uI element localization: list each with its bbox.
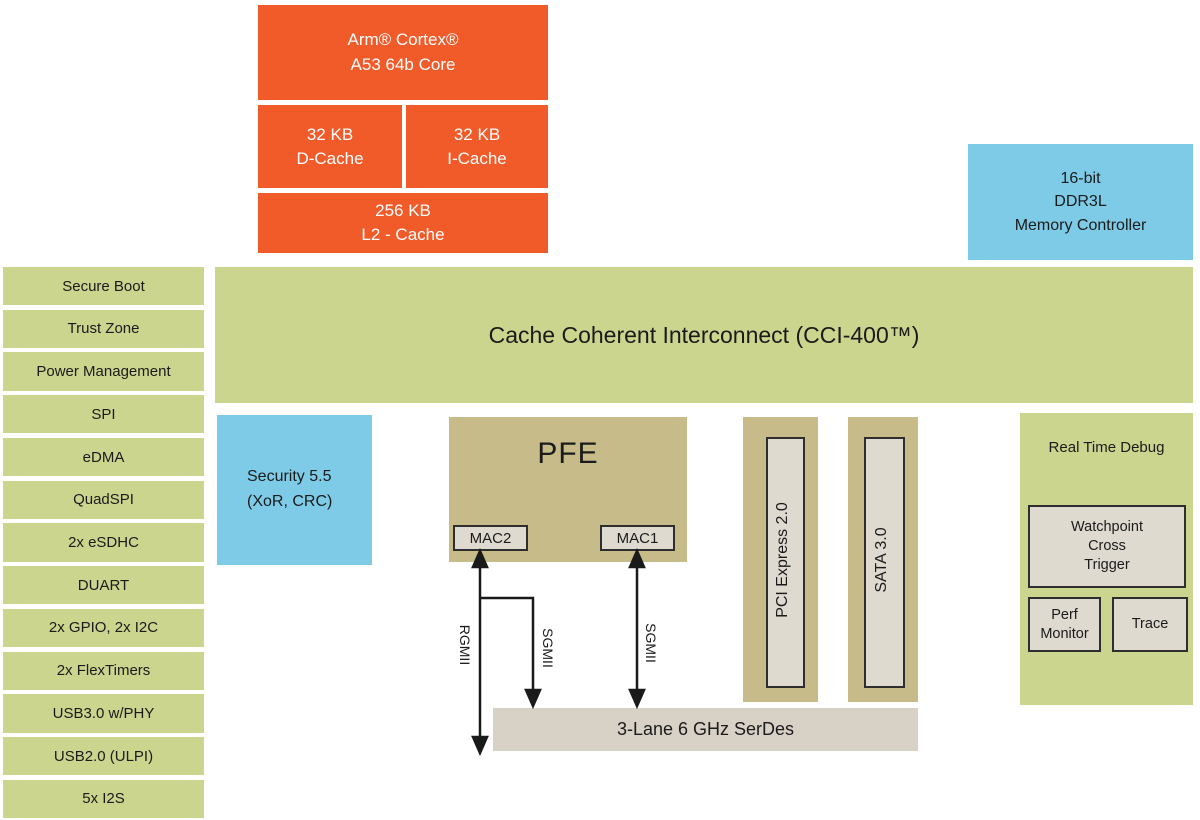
peripheral-item-label: Trust Zone xyxy=(67,320,140,338)
ddr-memory-controller-block: 16-bit DDR3L Memory Controller xyxy=(968,144,1193,260)
perf-monitor-line1: Perf xyxy=(1051,606,1078,623)
serdes-bar: 3-Lane 6 GHz SerDes xyxy=(493,708,918,751)
mac1-box: MAC1 xyxy=(600,525,675,551)
trace-box: Trace xyxy=(1112,597,1188,652)
sata-inner-box xyxy=(864,437,905,688)
pcie-inner-box xyxy=(766,437,805,688)
peripheral-item: Trust Zone xyxy=(3,309,204,348)
peripheral-item: Power Management xyxy=(3,352,204,391)
realtime-debug-title: Real Time Debug xyxy=(1048,439,1165,456)
icache-block: 32 KB I-Cache xyxy=(406,105,548,188)
icache-line1: 32 KB xyxy=(453,124,501,144)
dcache-line2: D-Cache xyxy=(296,148,364,168)
mac2-label: MAC2 xyxy=(469,529,512,547)
peripheral-item: 2x GPIO, 2x I2C xyxy=(3,608,204,648)
cpu-core-block: Arm® Cortex® A53 64b Core xyxy=(258,5,548,100)
peripheral-item-label: 5x I2S xyxy=(82,790,125,808)
pfe-label: PFE xyxy=(537,437,599,470)
peripheral-list: Secure Boot Trust Zone Power Management … xyxy=(3,267,204,819)
peripheral-item-label: eDMA xyxy=(82,448,125,466)
peripheral-item-label: DUART xyxy=(77,576,130,594)
watchpoint-line1: Watchpoint xyxy=(1071,519,1143,536)
ddr-line2: DDR3L xyxy=(1054,193,1107,211)
pcie-block xyxy=(743,417,818,702)
sgmii2-arrowhead-down xyxy=(628,688,646,710)
l2-cache-line1: 256 KB xyxy=(375,201,431,221)
dcache-block: 32 KB D-Cache xyxy=(258,105,402,188)
watchpoint-cross-trigger-box: Watchpoint Cross Trigger xyxy=(1028,505,1186,588)
sgmii1-arrow xyxy=(480,596,535,695)
sata-label: SATA 3.0 xyxy=(873,527,890,593)
cci-interconnect-bar: Cache Coherent Interconnect (CCI-400™) xyxy=(215,267,1193,403)
sata-block xyxy=(848,417,918,702)
l2-cache-line2: L2 - Cache xyxy=(361,225,445,244)
serdes-label: 3-Lane 6 GHz SerDes xyxy=(616,718,795,739)
peripheral-item-label: Secure Boot xyxy=(62,277,145,295)
watchpoint-line2: Cross xyxy=(1088,538,1126,555)
peripheral-item: DUART xyxy=(3,566,204,605)
peripheral-item-label: SPI xyxy=(91,405,116,423)
peripheral-item-label: Power Management xyxy=(36,363,171,381)
sgmii-label-1: SGMII xyxy=(540,628,556,668)
peripheral-item-label: USB3.0 w/PHY xyxy=(52,704,155,722)
cpu-core-line2: A53 64b Core xyxy=(350,54,456,74)
peripheral-item: USB2.0 (ULPI) xyxy=(3,737,204,776)
peripheral-item-label: 2x GPIO, 2x I2C xyxy=(48,619,159,637)
security-block: Security 5.5 (XoR, CRC) xyxy=(217,415,372,565)
sgmii1-arrowhead-down xyxy=(524,688,542,710)
realtime-debug-block: Real Time Debug Watchpoint Cross Trigger… xyxy=(1020,413,1193,705)
ddr-line3: Memory Controller xyxy=(1014,216,1147,234)
peripheral-item-label: 2x eSDHC xyxy=(68,534,139,552)
sgmii-label-2: SGMII xyxy=(643,623,659,663)
peripheral-item-label: QuadSPI xyxy=(73,491,134,509)
peripheral-item: eDMA xyxy=(3,437,204,477)
trace-label: Trace xyxy=(1131,616,1169,633)
peripheral-item-label: 2x FlexTimers xyxy=(56,662,151,680)
peripheral-item: 5x I2S xyxy=(3,779,204,819)
ddr-line1: 16-bit xyxy=(1060,170,1101,188)
peripheral-item: 2x FlexTimers xyxy=(3,651,204,690)
pcie-label: PCI Express 2.0 xyxy=(774,502,791,618)
peripheral-item: QuadSPI xyxy=(3,480,204,519)
icache-line2: I-Cache xyxy=(447,148,507,168)
dcache-line1: 32 KB xyxy=(306,124,354,144)
cpu-core-line1: Arm® Cortex® xyxy=(347,29,459,49)
perf-monitor-line2: Monitor xyxy=(1040,625,1089,642)
peripheral-item: USB3.0 w/PHY xyxy=(3,694,204,733)
peripheral-item-label: USB2.0 (ULPI) xyxy=(53,747,154,765)
cci-interconnect-label: Cache Coherent Interconnect (CCI-400™) xyxy=(488,321,920,348)
peripheral-item: 2x eSDHC xyxy=(3,523,204,562)
watchpoint-line3: Trigger xyxy=(1084,556,1130,573)
security-line1: Security 5.5 xyxy=(247,468,332,486)
peripheral-item: SPI xyxy=(3,395,204,434)
l2-cache-block: 256 KB L2 - Cache xyxy=(258,193,548,253)
mac2-box: MAC2 xyxy=(453,525,528,551)
rgmii-label: RGMII xyxy=(457,624,473,666)
mac1-label: MAC1 xyxy=(616,529,659,547)
peripheral-item: Secure Boot xyxy=(3,267,204,306)
perf-monitor-box: Perf Monitor xyxy=(1028,597,1101,652)
security-line2: (XoR, CRC) xyxy=(247,493,333,510)
rgmii-arrowhead-down xyxy=(471,735,489,757)
